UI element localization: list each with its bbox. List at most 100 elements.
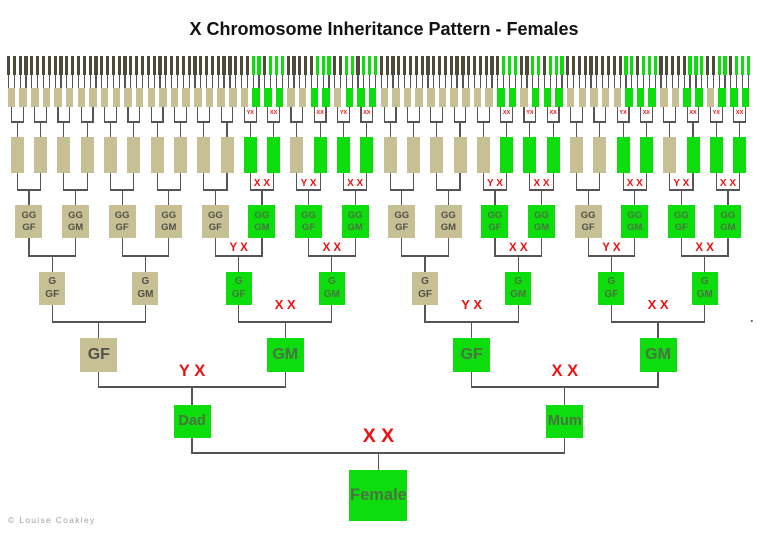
- connector-bar: [546, 121, 560, 123]
- connector-leg: [642, 75, 645, 88]
- connector-leg: [639, 107, 642, 122]
- connector-leg: [372, 107, 374, 122]
- connector-bar: [10, 121, 24, 123]
- gen6-ancestor-rect: [19, 88, 27, 107]
- connector-drop: [226, 122, 228, 137]
- gen6-ancestor-rect: [368, 88, 377, 107]
- connector-leg: [77, 75, 80, 88]
- gen5-ancestor-rect: [267, 137, 281, 173]
- connector-leg: [37, 75, 39, 88]
- ancestor-tick: [71, 56, 75, 75]
- connector-drop: [552, 122, 554, 137]
- ancestor-tick: [711, 56, 715, 75]
- connector-leg: [357, 75, 359, 88]
- ancestor-tick: [595, 56, 599, 75]
- connector-bar: [616, 121, 630, 123]
- ancestor-box-label: GF: [45, 288, 60, 300]
- connector-leg: [200, 75, 202, 88]
- connector-leg: [203, 173, 205, 190]
- connector-leg: [538, 75, 540, 88]
- ancestor-tick: [618, 56, 622, 75]
- connector-leg: [494, 238, 496, 256]
- connector-leg: [95, 75, 97, 88]
- connector-bar: [150, 121, 164, 123]
- gen6-ancestor-rect: [648, 88, 656, 107]
- ancestor-tick: [6, 56, 11, 75]
- connector-leg: [686, 107, 688, 122]
- ancestor-tick: [740, 56, 745, 75]
- connector-leg: [450, 75, 452, 88]
- connector-bar: [243, 121, 257, 123]
- ancestor-box-label: GG: [301, 209, 316, 221]
- ancestor-box-label: GM: [137, 288, 154, 300]
- connector-leg: [511, 107, 513, 122]
- ancestor-box-label: G: [327, 276, 336, 288]
- connector-leg: [482, 173, 484, 190]
- connector-bar: [430, 121, 444, 123]
- chromosome-label: YX: [712, 110, 720, 116]
- connector-leg: [115, 107, 117, 122]
- ancestor-tick: [671, 56, 675, 75]
- connector-leg: [578, 75, 580, 88]
- connector-drop: [261, 190, 263, 205]
- connector-bar: [471, 386, 659, 388]
- connector-leg: [654, 75, 656, 88]
- ancestor-tick: [228, 56, 232, 75]
- gen6-ancestor-rect: [450, 88, 458, 107]
- gen6-ancestor-rect: [170, 88, 179, 107]
- connector-leg: [444, 75, 447, 88]
- ancestor-box-label: GG: [534, 209, 549, 221]
- gen6-ancestor-rect: [100, 88, 109, 107]
- ancestor-box-label: GG: [21, 209, 37, 221]
- ancestor-tick: [478, 56, 482, 75]
- ancestor-tick: [47, 56, 51, 75]
- gen6-ancestor-rect: [42, 88, 51, 107]
- ancestor-tick: [65, 56, 69, 75]
- connector-bar: [214, 255, 263, 257]
- connector-leg: [634, 238, 636, 256]
- connector-leg: [13, 75, 15, 88]
- gen5-ancestor-rect: [360, 137, 374, 173]
- connector-leg: [439, 75, 441, 88]
- connector-drop: [98, 322, 100, 338]
- connector-leg: [733, 107, 735, 122]
- grandparent-box: GM: [639, 338, 677, 372]
- ancestor-tick: [420, 56, 424, 75]
- gen6-ancestor-rect: [322, 88, 330, 107]
- connector-leg: [22, 107, 24, 122]
- ancestor-tick: [309, 56, 314, 75]
- connector-drop: [168, 190, 170, 205]
- connector-bar: [191, 452, 566, 454]
- connector-leg: [704, 305, 706, 322]
- connector-drop: [249, 122, 251, 137]
- gen5-ancestor-rect: [639, 137, 653, 173]
- ancestor-box-label: G: [234, 276, 243, 288]
- ancestor-tick: [531, 56, 535, 75]
- gen5-ancestor-rect: [383, 137, 397, 173]
- connector-leg: [153, 75, 155, 88]
- gen6-ancestor-rect: [112, 88, 121, 107]
- connector-leg: [319, 173, 321, 190]
- connector-bar: [494, 255, 543, 257]
- connector-bar: [523, 121, 537, 123]
- gen5-ancestor-rect: [709, 137, 723, 173]
- connector-leg: [63, 173, 65, 190]
- connector-leg: [741, 75, 744, 88]
- ancestor-box-label: G: [700, 276, 709, 288]
- gen6-ancestor-rect: [182, 88, 190, 107]
- ancestor-tick: [641, 56, 646, 75]
- chromosome-label: Y X: [178, 362, 206, 380]
- ancestor-tick: [76, 56, 81, 75]
- connector-drop: [424, 256, 426, 272]
- chromosome-label: X X: [719, 178, 736, 189]
- ancestor-box-label: GG: [347, 209, 363, 221]
- ancestor-tick: [647, 56, 651, 75]
- ancestor-tick: [210, 56, 215, 75]
- connector-leg: [208, 107, 211, 122]
- connector-bar: [575, 189, 601, 191]
- ancestor-tick: [350, 56, 354, 75]
- ancestor-tick: [723, 56, 727, 75]
